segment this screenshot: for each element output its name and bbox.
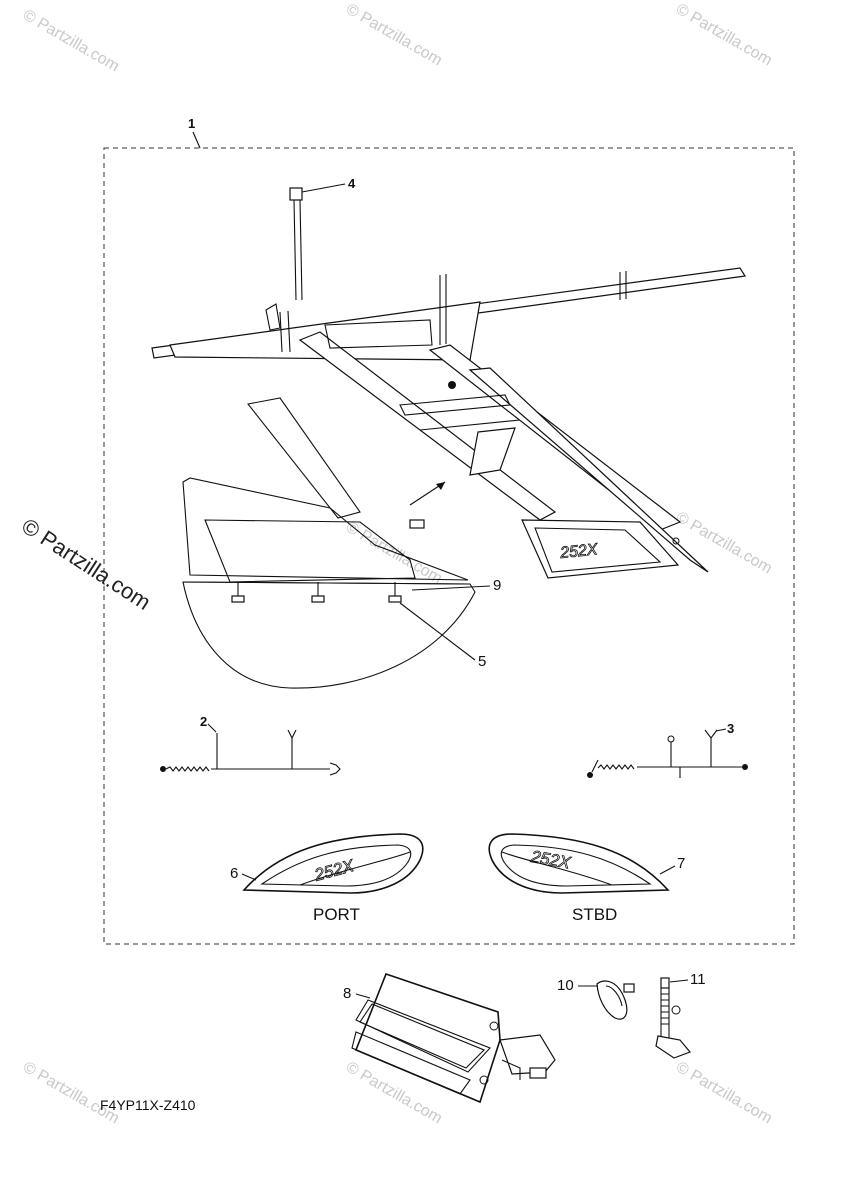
tower-icon: 252X [151, 267, 746, 579]
wiring-harness-icon [160, 729, 341, 776]
watermark: © Partzilla.com [343, 519, 445, 588]
callout-2-label: 2 [200, 714, 207, 729]
board-rack-icon [351, 972, 556, 1104]
watermark: © Partzilla.com [20, 7, 122, 76]
leader-line [301, 183, 346, 193]
callout-11-label: 11 [690, 971, 706, 988]
callout-4-label: 4 [348, 176, 356, 191]
watermark: © Partzilla.com [343, 1, 445, 70]
callout-10-label: 10 [557, 977, 574, 994]
watermark: © Partzilla.com [673, 509, 775, 578]
callout-4[interactable]: 4 [265, 176, 356, 331]
decal-text: 252X [312, 856, 357, 885]
watermark: © Partzilla.com [20, 1059, 122, 1128]
callout-1-label: 1 [188, 116, 195, 131]
leader-line [715, 728, 727, 732]
callout-3-label: 3 [727, 721, 734, 736]
mounting-plate-icon [182, 397, 476, 689]
callout-8-label: 8 [343, 985, 351, 1002]
callout-3[interactable]: 3 [715, 721, 734, 736]
mirror-icon [596, 980, 635, 1020]
callout-5-label: 5 [478, 653, 486, 670]
port-label: PORT [313, 905, 360, 924]
callout-6-label: 6 [230, 865, 238, 882]
callout-8[interactable]: 8 [343, 985, 371, 1002]
leader-line [659, 865, 676, 875]
callout-9[interactable]: 9 [411, 577, 501, 594]
decal-text: 252X [558, 541, 599, 562]
callout-10[interactable]: 10 [557, 977, 598, 994]
wiring-harness-icon [587, 729, 748, 778]
callout-7[interactable]: 7 [659, 855, 685, 875]
callout-7-label: 7 [677, 855, 685, 872]
figure-code: F4YP11X-Z410 [100, 1097, 196, 1113]
decal-text: 252X [528, 847, 572, 873]
callout-9-label: 9 [493, 577, 501, 594]
callout-5[interactable]: 5 [399, 602, 486, 670]
leader-line [192, 131, 201, 149]
callout-6[interactable]: 6 [230, 865, 257, 882]
callout-1[interactable]: 1 [188, 116, 201, 149]
leader-line [355, 993, 371, 999]
callout-11[interactable]: 11 [669, 971, 706, 988]
watermark-large: © Partzilla.com [17, 513, 155, 615]
kit-boundary [103, 147, 795, 945]
callout-2[interactable]: 2 [200, 714, 217, 733]
watermark: © Partzilla.com [673, 1059, 775, 1128]
leader-line [411, 585, 491, 591]
decal-icon: 252X [488, 833, 670, 894]
watermark: © Partzilla.com [343, 1059, 445, 1128]
stbd-label: STBD [572, 905, 617, 924]
leader-line [241, 873, 257, 881]
leader-line [669, 979, 689, 983]
decal-icon: 252X [242, 833, 424, 894]
watermark: © Partzilla.com [673, 1, 775, 70]
leader-line [399, 602, 476, 661]
leader-line [207, 723, 217, 733]
bracket-icon [655, 977, 692, 1059]
